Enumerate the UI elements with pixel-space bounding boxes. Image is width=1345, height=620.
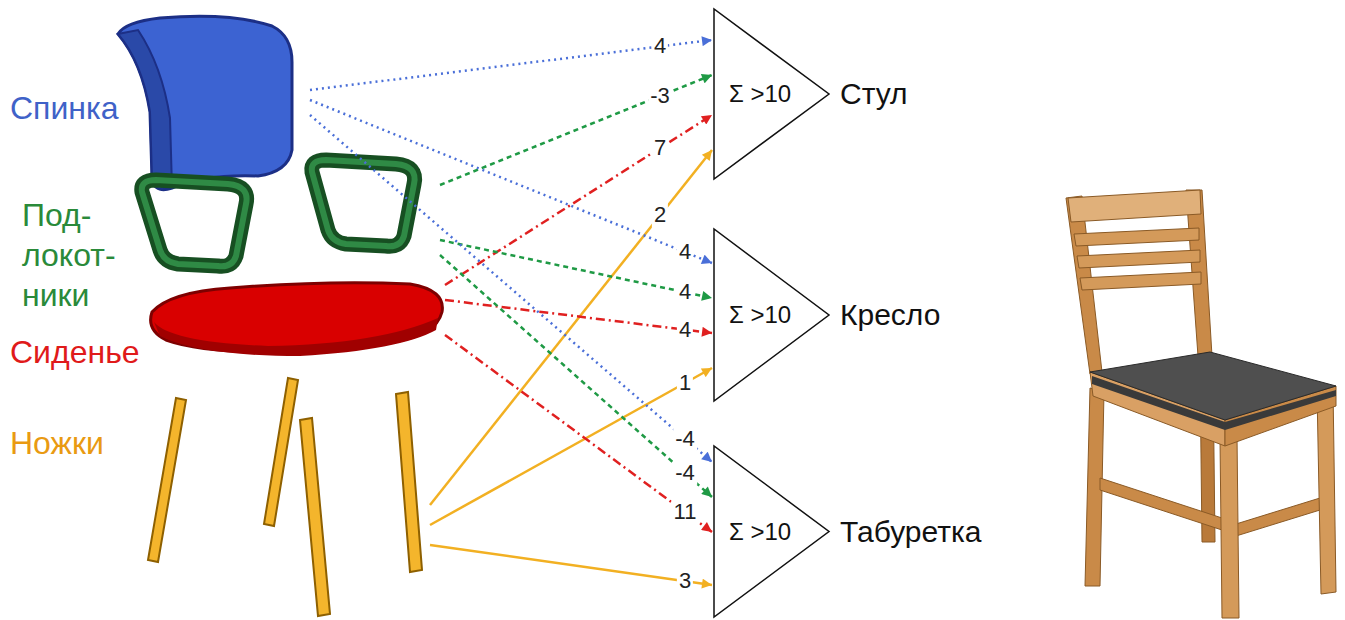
chair-picture-shape xyxy=(1074,228,1199,246)
weighted-connection xyxy=(310,115,712,462)
weighted-connection xyxy=(445,300,712,333)
weight-label: 4 xyxy=(677,240,693,264)
armrest-picture-shape xyxy=(312,160,415,246)
part-name: Спинка xyxy=(10,88,118,128)
chair-picture-shape xyxy=(1220,436,1239,618)
furniture-part: Под- локот- ники xyxy=(10,160,440,320)
armrest-picture-shape xyxy=(142,180,247,266)
threshold-text: Σ >10 xyxy=(713,80,830,108)
triangle-outline xyxy=(714,229,829,401)
leg-picture-shape xyxy=(264,378,298,526)
output-name: Табуретка xyxy=(840,515,981,549)
threshold-neuron: Σ >10Кресло xyxy=(713,228,830,402)
weight-label: -3 xyxy=(648,84,672,108)
threshold-neuron: Σ >10Табуретка xyxy=(713,445,830,618)
weighted-connection xyxy=(430,150,712,505)
weight-label: 2 xyxy=(652,203,668,227)
weight-label: -4 xyxy=(673,427,697,451)
weight-label: 3 xyxy=(677,569,693,593)
threshold-neuron: Σ >10Стул xyxy=(713,8,830,180)
armrest-picture-shape xyxy=(142,180,247,266)
weight-label: 7 xyxy=(652,136,668,160)
chair-picture-shape xyxy=(1090,352,1336,420)
weighted-connection xyxy=(430,545,712,585)
chair-picture-shape xyxy=(1068,190,1201,222)
weight-label: 4 xyxy=(677,280,693,304)
weighted-connection xyxy=(310,100,712,263)
furniture-part: Спинка xyxy=(10,15,310,195)
seat-picture xyxy=(151,283,443,356)
threshold-text: Σ >10 xyxy=(713,301,830,329)
chair-picture-shape xyxy=(1317,388,1336,594)
furniture-part: Ножки xyxy=(10,375,430,615)
weighted-connection xyxy=(440,255,712,497)
weighted-connection xyxy=(440,75,712,185)
seat-picture-shape xyxy=(154,318,438,356)
armrest-picture xyxy=(142,160,415,266)
chair-picture-shape xyxy=(1236,498,1320,536)
leg-picture-shape xyxy=(396,392,422,572)
leg-picture-shape xyxy=(300,418,330,616)
triangle-outline xyxy=(714,9,829,179)
armrest-picture-shape xyxy=(312,160,415,246)
backrest-picture xyxy=(118,16,292,189)
backrest-picture-shape xyxy=(118,16,292,189)
part-name: Сиденье xyxy=(10,332,140,372)
part-name: Под- локот- ники xyxy=(22,195,134,315)
part-name: Ножки xyxy=(10,423,104,463)
chair-picture-shape xyxy=(1092,376,1336,430)
weighted-connection xyxy=(445,335,712,532)
threshold-text: Σ >10 xyxy=(713,518,830,546)
chair-picture-shape xyxy=(1080,272,1201,290)
chair-picture xyxy=(1066,190,1336,618)
weight-label: -4 xyxy=(673,461,697,485)
chair-picture-shape xyxy=(1100,478,1222,530)
weight-label: 1 xyxy=(677,371,693,395)
chair-picture-shape xyxy=(1077,250,1200,268)
output-name: Стул xyxy=(840,77,908,111)
leg-picture xyxy=(148,378,422,616)
output-name: Кресло xyxy=(840,298,940,332)
weight-label: 11 xyxy=(672,500,699,524)
triangle-outline xyxy=(714,446,829,617)
leg-picture-shape xyxy=(148,398,186,562)
weight-label: 4 xyxy=(677,318,693,342)
weight-label: 4 xyxy=(652,34,668,58)
backrest-picture-shape xyxy=(118,30,172,188)
weighted-connection xyxy=(440,240,712,298)
